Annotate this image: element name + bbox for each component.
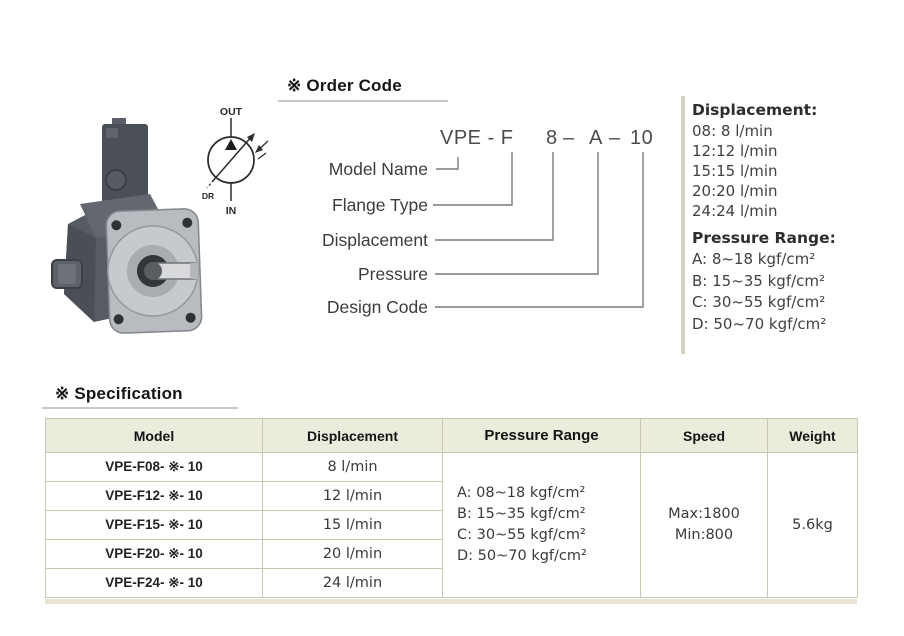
displacement-option: 15:15 l/min <box>692 162 778 180</box>
order-code-connector-lines <box>433 152 644 308</box>
displacement-cell: 15 l/min <box>262 510 443 540</box>
order-code-heading: ※ Order Code <box>287 76 402 95</box>
order-code-label-pressure: Pressure <box>357 264 428 284</box>
displacement-cell: 20 l/min <box>262 539 443 569</box>
table-header-row: Model Displacement Pressure Range Speed … <box>45 418 858 453</box>
table-row: VPE-F12- ※- 10 12 l/min <box>45 481 858 511</box>
pressure-range-list-title: Pressure Range: <box>692 229 836 247</box>
pressure-range-line: C: 30~55 kgf/cm² <box>457 527 586 543</box>
order-code-label-displacement: Displacement <box>321 230 428 250</box>
specification-table: Model Displacement Pressure Range Speed … <box>45 418 858 598</box>
pressure-range-option: C: 30~55 kgf/cm² <box>692 293 826 311</box>
model-cell: VPE-F08- ※- 10 <box>45 452 263 482</box>
order-code-design-segment: 10 <box>630 127 654 149</box>
order-code-pressure-segment: A <box>589 127 603 149</box>
displacement-cell: 12 l/min <box>262 481 443 511</box>
pressure-range-line: A: 08~18 kgf/cm² <box>457 485 586 501</box>
displacement-option: 12:12 l/min <box>692 142 778 160</box>
model-cell: VPE-F15- ※- 10 <box>45 510 263 540</box>
model-cell: VPE-F12- ※- 10 <box>45 481 263 511</box>
column-header-speed: Speed <box>640 418 768 453</box>
symbol-out-label: OUT <box>220 106 243 118</box>
column-header-model: Model <box>45 418 263 453</box>
specification-heading: ※ Specification <box>55 384 183 403</box>
side-panel-accent-bar <box>681 96 685 354</box>
pressure-range-cell: A: 08~18 kgf/cm² B: 15~35 kgf/cm² C: 30~… <box>442 452 641 598</box>
speed-max-line: Max:1800 <box>668 506 740 522</box>
pump-photo-illustration <box>51 118 203 334</box>
model-name-connector <box>436 157 459 170</box>
pressure-connector <box>435 152 599 275</box>
column-header-displacement: Displacement <box>262 418 443 453</box>
specification-table-wrap: Model Displacement Pressure Range Speed … <box>45 418 858 598</box>
displacement-option: 20:20 l/min <box>692 182 778 200</box>
displacement-option: 08: 8 l/min <box>692 122 773 140</box>
displacement-cell: 8 l/min <box>262 452 443 482</box>
order-code-dash-1: – <box>563 127 575 149</box>
column-header-weight: Weight <box>767 418 858 453</box>
displacement-option: 24:24 l/min <box>692 202 778 220</box>
weight-cell: 5.6kg <box>767 452 858 598</box>
order-code-dash-2: – <box>609 127 621 149</box>
displacement-cell: 24 l/min <box>262 568 443 598</box>
column-header-pressure-range: Pressure Range <box>442 418 641 453</box>
panel-gap <box>692 221 904 228</box>
table-row: VPE-F08- ※- 10 8 l/min A: 08~18 kgf/cm² … <box>45 452 858 598</box>
order-code-label-model-name: Model Name <box>328 159 428 179</box>
displacement-connector <box>435 152 554 241</box>
table-bottom-accent-bar <box>45 599 857 604</box>
hydraulic-pump-symbol: OUT DR IN <box>198 103 280 218</box>
model-cell: VPE-F24- ※- 10 <box>45 568 263 598</box>
order-code-heading-underline <box>278 100 448 102</box>
pressure-range-option: B: 15~35 kgf/cm² <box>692 271 826 290</box>
pressure-range-option: D: 50~70 kgf/cm² <box>692 314 827 333</box>
pressure-range-line: B: 15~35 kgf/cm² <box>457 506 586 522</box>
table-row: VPE-F24- ※- 10 24 l/min <box>45 568 858 598</box>
symbol-dr-label: DR <box>202 191 214 201</box>
order-code-label-flange-type: Flange Type <box>332 195 428 215</box>
pump-symbol-icon: OUT DR IN <box>202 106 269 217</box>
model-cell: VPE-F20- ※- 10 <box>45 539 263 569</box>
displacement-list-title: Displacement: <box>692 101 818 119</box>
side-info-panel: Displacement: 08: 8 l/min 12:12 l/min 15… <box>692 100 904 335</box>
speed-cell: Max:1800 Min:800 <box>640 452 768 598</box>
order-code-displacement-segment: 8 <box>546 127 558 149</box>
speed-min-line: Min:800 <box>674 527 734 543</box>
pressure-range-option: A: 8~18 kgf/cm² <box>692 250 816 268</box>
pressure-range-line: D: 50~70 kgf/cm² <box>457 548 587 564</box>
design-code-connector <box>435 152 644 308</box>
symbol-in-label: IN <box>226 205 237 217</box>
order-code-label-design-code: Design Code <box>326 297 428 317</box>
order-code-model-segment: VPE - F <box>440 127 514 149</box>
specification-heading-underline <box>42 407 238 409</box>
pump-product-photo <box>50 112 210 340</box>
flange-type-connector <box>433 152 513 206</box>
